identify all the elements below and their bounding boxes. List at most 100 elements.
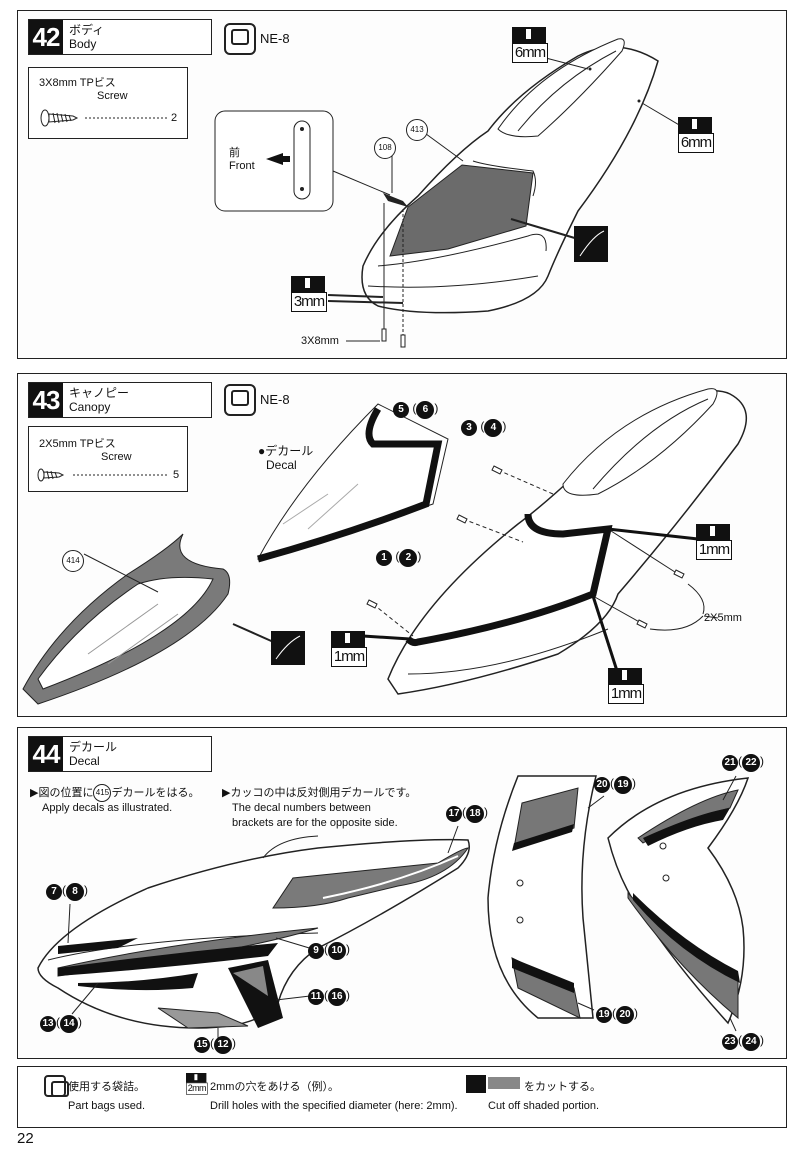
page-number: 22 [17,1130,34,1147]
part-qty: 5 [173,469,180,481]
decal-number: 23 [722,1034,738,1050]
parts-bag-name: NE-8 [260,31,290,46]
decal-number: 13 [40,1016,56,1032]
decal-pair: 7(8) [46,883,88,901]
drill-hole-icon: 3mm [291,276,327,312]
step-number: 43 [29,383,63,417]
drill-hole-icon: 6mm [678,117,714,153]
decal-number-opposite: 2 [399,549,418,567]
drill-hole-icon: 1mm [696,524,732,560]
screw-icon [37,468,167,482]
decal-number-opposite: 4 [484,419,503,437]
decal-number-opposite: 12 [214,1036,232,1054]
decal-pair: 23(24) [722,1033,764,1051]
drill-size: 2mm [186,1082,208,1095]
drill-hole-icon: 2mm [186,1073,208,1095]
legend-panel: 使用する袋詰。 Part bags used. 2mm 2mmの穴をあける（例）… [17,1066,787,1128]
part-callout-canopy: 414 [62,550,84,572]
legend-drill-en: Drill holes with the specified diameter … [210,1100,458,1112]
drill-hole-icon: 1mm [331,631,367,667]
front-label-jp: 前 [229,147,240,159]
step-number: 42 [29,20,63,54]
step-title-jp: ボディ [69,23,105,37]
decal-placement-drawing [37,775,750,1038]
part-name-en: Screw [101,451,132,463]
decal-sheet-callout: 415 [93,784,112,803]
decal-number-opposite: 8 [66,883,84,901]
decal-pair: 1 (2) [376,549,421,567]
step-43-panel: 43 キャノピー Canopy NE-8 2X5mm TPビス Screw 5 [17,373,787,717]
decal-number-opposite: 16 [328,988,346,1006]
parts-bag-icon [224,384,256,416]
decal-number: 19 [596,1007,612,1023]
parts-bag-name: NE-8 [260,392,290,407]
decal-pair: 11(16) [308,988,350,1006]
step-title-en: Decal [69,754,100,768]
step-title-en: Body [69,37,97,51]
decal-pair: 13(14) [40,1015,82,1033]
decal-number: 11 [308,989,324,1005]
parts-box: 3X8mm TPビス Screw 2 [28,67,188,139]
step-title-jp: デカール [69,740,118,754]
decal-pair: 3 (4) [461,419,506,437]
parts-bag-icon [44,1075,69,1097]
part-name-jp: 3X8mm TPビス [39,77,116,89]
decal-number: 9 [308,943,324,959]
screw-size-label: 3X8mm [301,335,339,347]
decal-pair: 21(22) [722,754,764,772]
drill-size: 1mm [696,540,732,560]
step-44-header: 44 デカール Decal [28,736,212,772]
step-42-panel: 42 ボディ Body NE-8 3X8mm TPビス Screw 2 [17,10,787,359]
decal-number: 17 [446,806,462,822]
decal-number: 1 [376,550,392,566]
body-drawing [214,38,687,348]
step-42-header: 42 ボディ Body [28,19,212,55]
part-qty: 2 [171,112,178,124]
decal-pair: 19(20) [596,1006,638,1024]
parts-box: 2X5mm TPビス Screw 5 [28,426,188,492]
drill-hole-icon: 6mm [512,27,548,63]
step-number: 44 [29,737,63,771]
legend-drill-jp: 2mmの穴をあける（例）。 [210,1081,339,1093]
note-brackets-jp: ▶カッコの中は反対側用デカールです。 [222,787,417,799]
step-43-header: 43 キャノピー Canopy [28,382,212,418]
decal-pair: 20(19) [594,776,636,794]
front-label-en: Front [229,160,255,172]
decal-number-opposite: 24 [742,1033,760,1051]
legend-bags-en: Part bags used. [68,1100,146,1112]
part-callout-bracket: 108 [374,137,396,159]
drill-size: 3mm [291,292,327,312]
decal-number-opposite: 14 [60,1015,78,1033]
drill-size: 6mm [512,43,548,63]
part-callout-body: 413 [406,119,428,141]
decal-label-en: Decal [266,458,297,472]
decal-number: 15 [194,1037,210,1053]
note-brackets-en-2: brackets are for the opposite side. [232,817,398,829]
decal-pair: 5 (6) [393,401,438,419]
legend-cut-en: Cut off shaded portion. [488,1100,600,1112]
legend-cut-jp: をカットする。 [524,1081,601,1093]
part-name-en: Screw [97,90,128,102]
decal-number-opposite: 19 [614,776,632,794]
cut-tool-icon [466,1075,486,1093]
screw-icon [40,109,167,127]
shaded-swatch-icon [488,1077,520,1089]
step-title-jp: キャノピー [69,386,130,400]
decal-number-opposite: 10 [328,942,346,960]
decal-number: 20 [594,777,610,793]
decal-label-jp: ●デカール [258,444,314,458]
decal-pair: 17(18) [446,805,488,823]
drill-size: 1mm [331,647,367,667]
decal-number-opposite: 6 [416,401,435,419]
drill-size: 6mm [678,133,714,153]
decal-number-opposite: 22 [742,754,760,772]
note-apply-en: Apply decals as illustrated. [42,802,173,814]
decal-number: 7 [46,884,62,900]
decal-pair: 15(12) [194,1036,236,1054]
decal-number: 3 [461,420,477,436]
decal-pair: 9(10) [308,942,350,960]
step-title-en: Canopy [69,400,111,414]
screw-size-label: 2X5mm [704,612,742,624]
